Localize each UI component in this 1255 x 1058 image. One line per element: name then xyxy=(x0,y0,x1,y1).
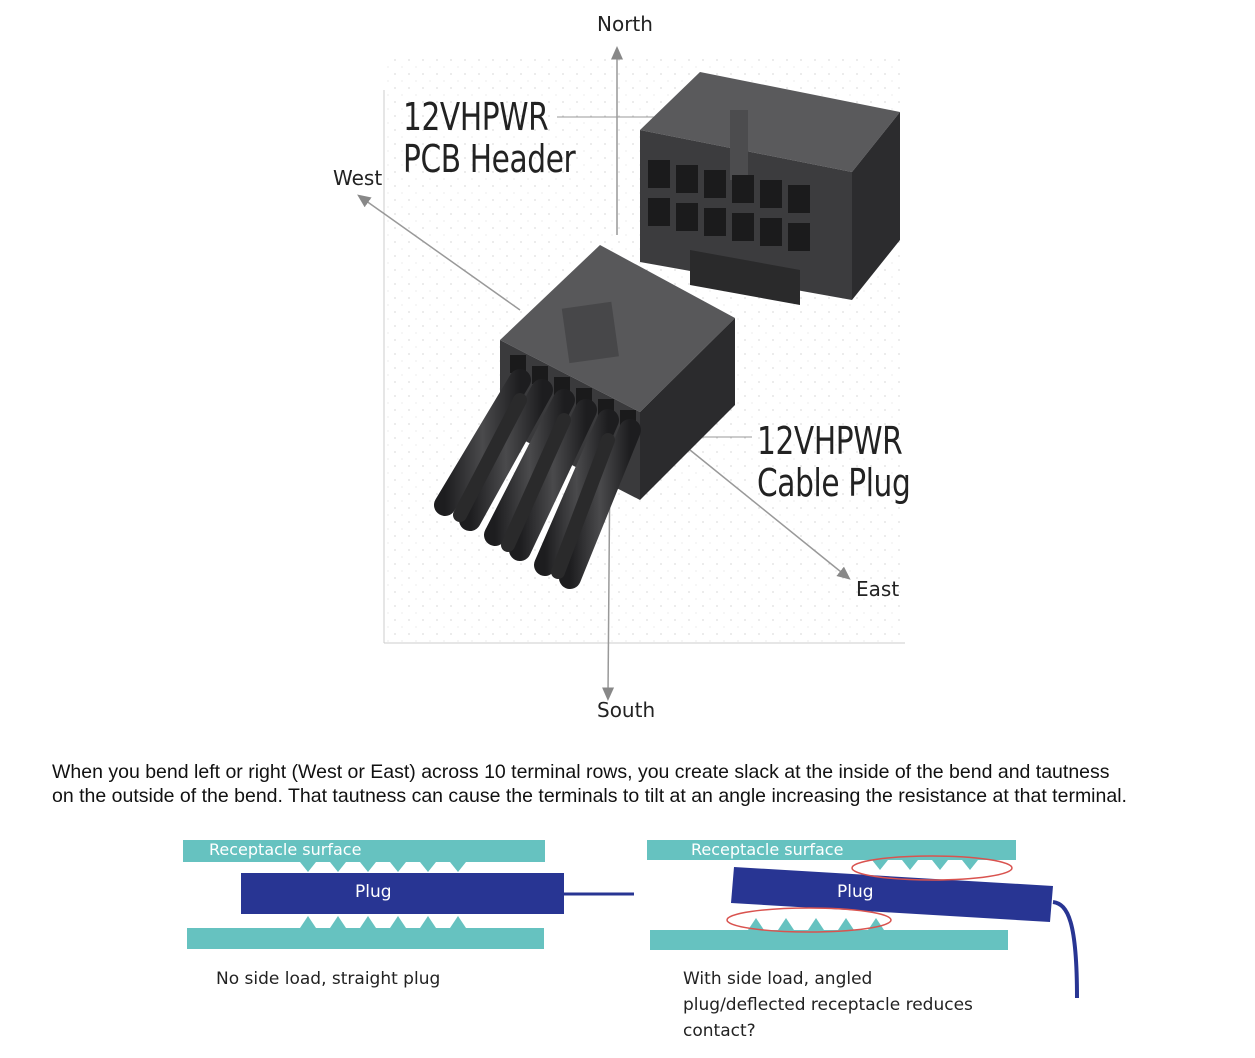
plug-label-right: Plug xyxy=(837,882,874,902)
west-arrow xyxy=(357,194,521,311)
explanation-paragraph: When you bend left or right (West or Eas… xyxy=(52,760,1232,808)
top-contact-bumps xyxy=(300,862,466,872)
east-label: East xyxy=(856,577,900,601)
plug-body xyxy=(241,873,564,914)
straight-plug-shapes xyxy=(183,840,634,949)
straight-plug-caption: No side load, straight plug xyxy=(216,969,441,989)
plug-cable xyxy=(1052,900,1079,999)
pcb-header-label: 12VHPWR PCB Header xyxy=(403,95,576,181)
cable-plug-line2: Cable Plug xyxy=(757,461,911,505)
angled-plug-shapes xyxy=(647,840,1079,999)
top-contact-bumps xyxy=(872,860,978,870)
angled-plug-diagram: Receptacle surface Plug xyxy=(640,830,1100,1005)
angled-plug-caption: With side load, angled plug/deflected re… xyxy=(683,966,973,1044)
bottom-receptacle xyxy=(650,930,1008,950)
top-gap-highlight xyxy=(851,855,1013,881)
angled-caption-line2: plug/deflected receptacle reduces xyxy=(683,995,973,1015)
angled-caption-line3: contact? xyxy=(683,1021,756,1041)
cable-plug-line1: 12VHPWR xyxy=(757,419,903,463)
top-receptacle xyxy=(647,840,1016,860)
connector-illustration xyxy=(357,46,905,701)
explanation-line2: on the outside of the bend. That tautnes… xyxy=(52,785,1127,807)
plug-label-left: Plug xyxy=(355,882,392,902)
pcb-header-icon xyxy=(640,72,900,305)
bottom-receptacle xyxy=(187,928,544,949)
straight-plug-diagram: Receptacle surface Plug xyxy=(180,836,640,956)
bottom-contact-bumps xyxy=(300,916,466,928)
cable-wires xyxy=(434,369,641,589)
cable-plug-label: 12VHPWR Cable Plug xyxy=(757,419,911,505)
bottom-gap-highlight xyxy=(726,907,892,933)
north-label: North xyxy=(597,12,653,36)
receptacle-label-right: Receptacle surface xyxy=(691,840,844,859)
explanation-line1: When you bend left or right (West or Eas… xyxy=(52,761,1110,783)
south-label: South xyxy=(597,698,656,722)
top-receptacle xyxy=(183,840,545,862)
pcb-header-line2: PCB Header xyxy=(403,137,576,181)
west-label: West xyxy=(333,166,383,190)
angled-caption-line1: With side load, angled xyxy=(683,969,873,989)
connector-figure: North South West East 12VHPWR PCB Header… xyxy=(333,12,911,722)
plug-body xyxy=(731,867,1053,922)
pcb-header-line1: 12VHPWR xyxy=(403,95,549,139)
receptacle-label-left: Receptacle surface xyxy=(209,840,362,859)
east-arrow xyxy=(689,449,851,580)
